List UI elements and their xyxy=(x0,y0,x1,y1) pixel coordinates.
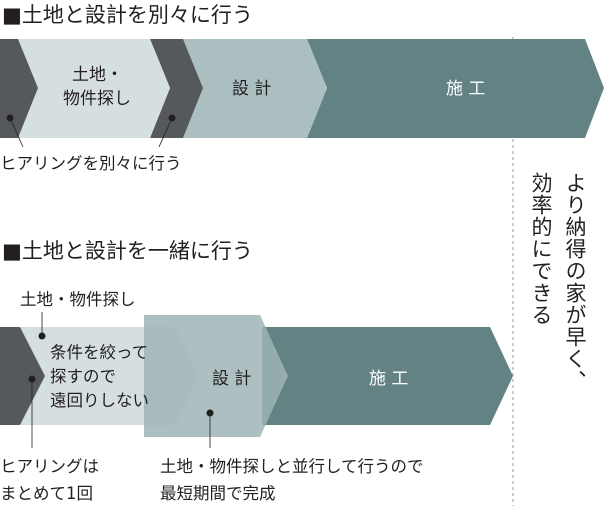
leader-line xyxy=(9,117,24,148)
land-search-step-1 xyxy=(18,39,170,138)
hearing-step-1b xyxy=(150,39,203,138)
design-label-2: 設 計 xyxy=(212,369,251,389)
hearing-step-2 xyxy=(0,327,45,425)
leader-line xyxy=(158,117,173,148)
land-note-line: 条件を絞って xyxy=(50,343,148,362)
hearing-note-2: ヒアリングは xyxy=(0,457,99,476)
conclusion-line-2: 効率的にできる xyxy=(529,172,553,326)
construction-step-2 xyxy=(262,327,513,425)
section1-title: ■土地と設計を別々に行う xyxy=(2,3,253,27)
land-note-line: 探すので xyxy=(50,367,116,386)
construction-label-2: 施 工 xyxy=(369,369,408,389)
land-label-1a: 土地・ xyxy=(72,65,123,85)
design-note-2: 最短期間で完成 xyxy=(160,484,276,503)
land-label-2: 土地・物件探し xyxy=(20,290,136,309)
conclusion-line-1: より納得の家が早く、 xyxy=(563,172,587,392)
conclusion-text: より納得の家が早く、 効率的にできる xyxy=(524,172,592,392)
design-step-1 xyxy=(183,39,327,138)
hearing-step-1a xyxy=(0,39,38,138)
design-note-2: 土地・物件探しと並行して行うので xyxy=(160,457,424,476)
construction-step-1 xyxy=(307,39,604,138)
hearing-note-1: ヒアリングを別々に行う xyxy=(0,154,182,173)
hearing-note-2: まとめて1回 xyxy=(0,484,93,503)
design-label-1: 設 計 xyxy=(232,79,271,99)
marker-dot xyxy=(38,332,46,340)
land-label-1b: 物件探し xyxy=(63,89,131,109)
construction-label-1: 施 工 xyxy=(446,79,485,99)
design-step-2 xyxy=(144,315,288,437)
section2-title: ■土地と設計を一緒に行う xyxy=(2,239,253,263)
land-note-line: 遠回りしない xyxy=(50,391,149,410)
